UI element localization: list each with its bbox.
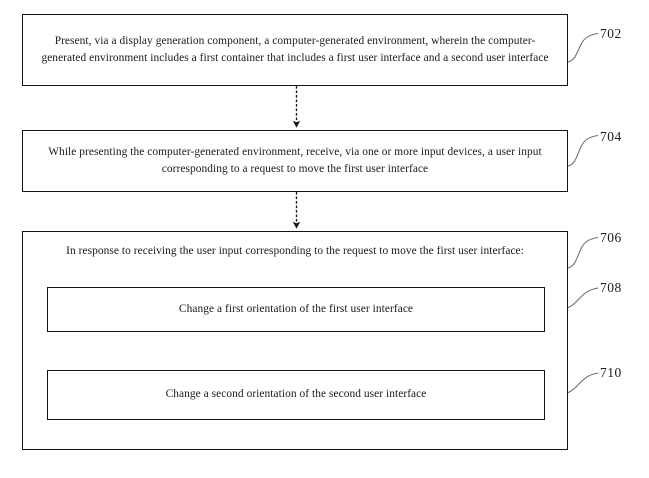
step-box-710[interactable]: Change a second orientation of the secon… bbox=[47, 370, 545, 420]
ref-label-710: 710 bbox=[600, 365, 622, 380]
step-box-702[interactable]: Present, via a display generation compon… bbox=[22, 14, 568, 86]
leader-line-702 bbox=[567, 32, 599, 63]
ref-label-708: 708 bbox=[600, 280, 622, 295]
step-box-710-text: Change a second orientation of the secon… bbox=[165, 388, 427, 401]
ref-label-702: 702 bbox=[600, 26, 622, 41]
leader-line-706 bbox=[567, 236, 599, 269]
leader-line-704 bbox=[567, 134, 599, 167]
ref-label-704: 704 bbox=[600, 129, 622, 144]
step-box-702-text: Present, via a display generation compon… bbox=[41, 34, 549, 65]
step-box-708-text: Change a first orientation of the first … bbox=[178, 302, 414, 315]
step-box-704-text: While presenting the computer-generated … bbox=[48, 145, 542, 176]
ref-label-706: 706 bbox=[600, 230, 622, 245]
step-box-708[interactable]: Change a first orientation of the first … bbox=[47, 287, 545, 332]
step-box-706-text: In response to receiving the user input … bbox=[66, 245, 524, 257]
step-box-704[interactable]: While presenting the computer-generated … bbox=[22, 130, 568, 192]
